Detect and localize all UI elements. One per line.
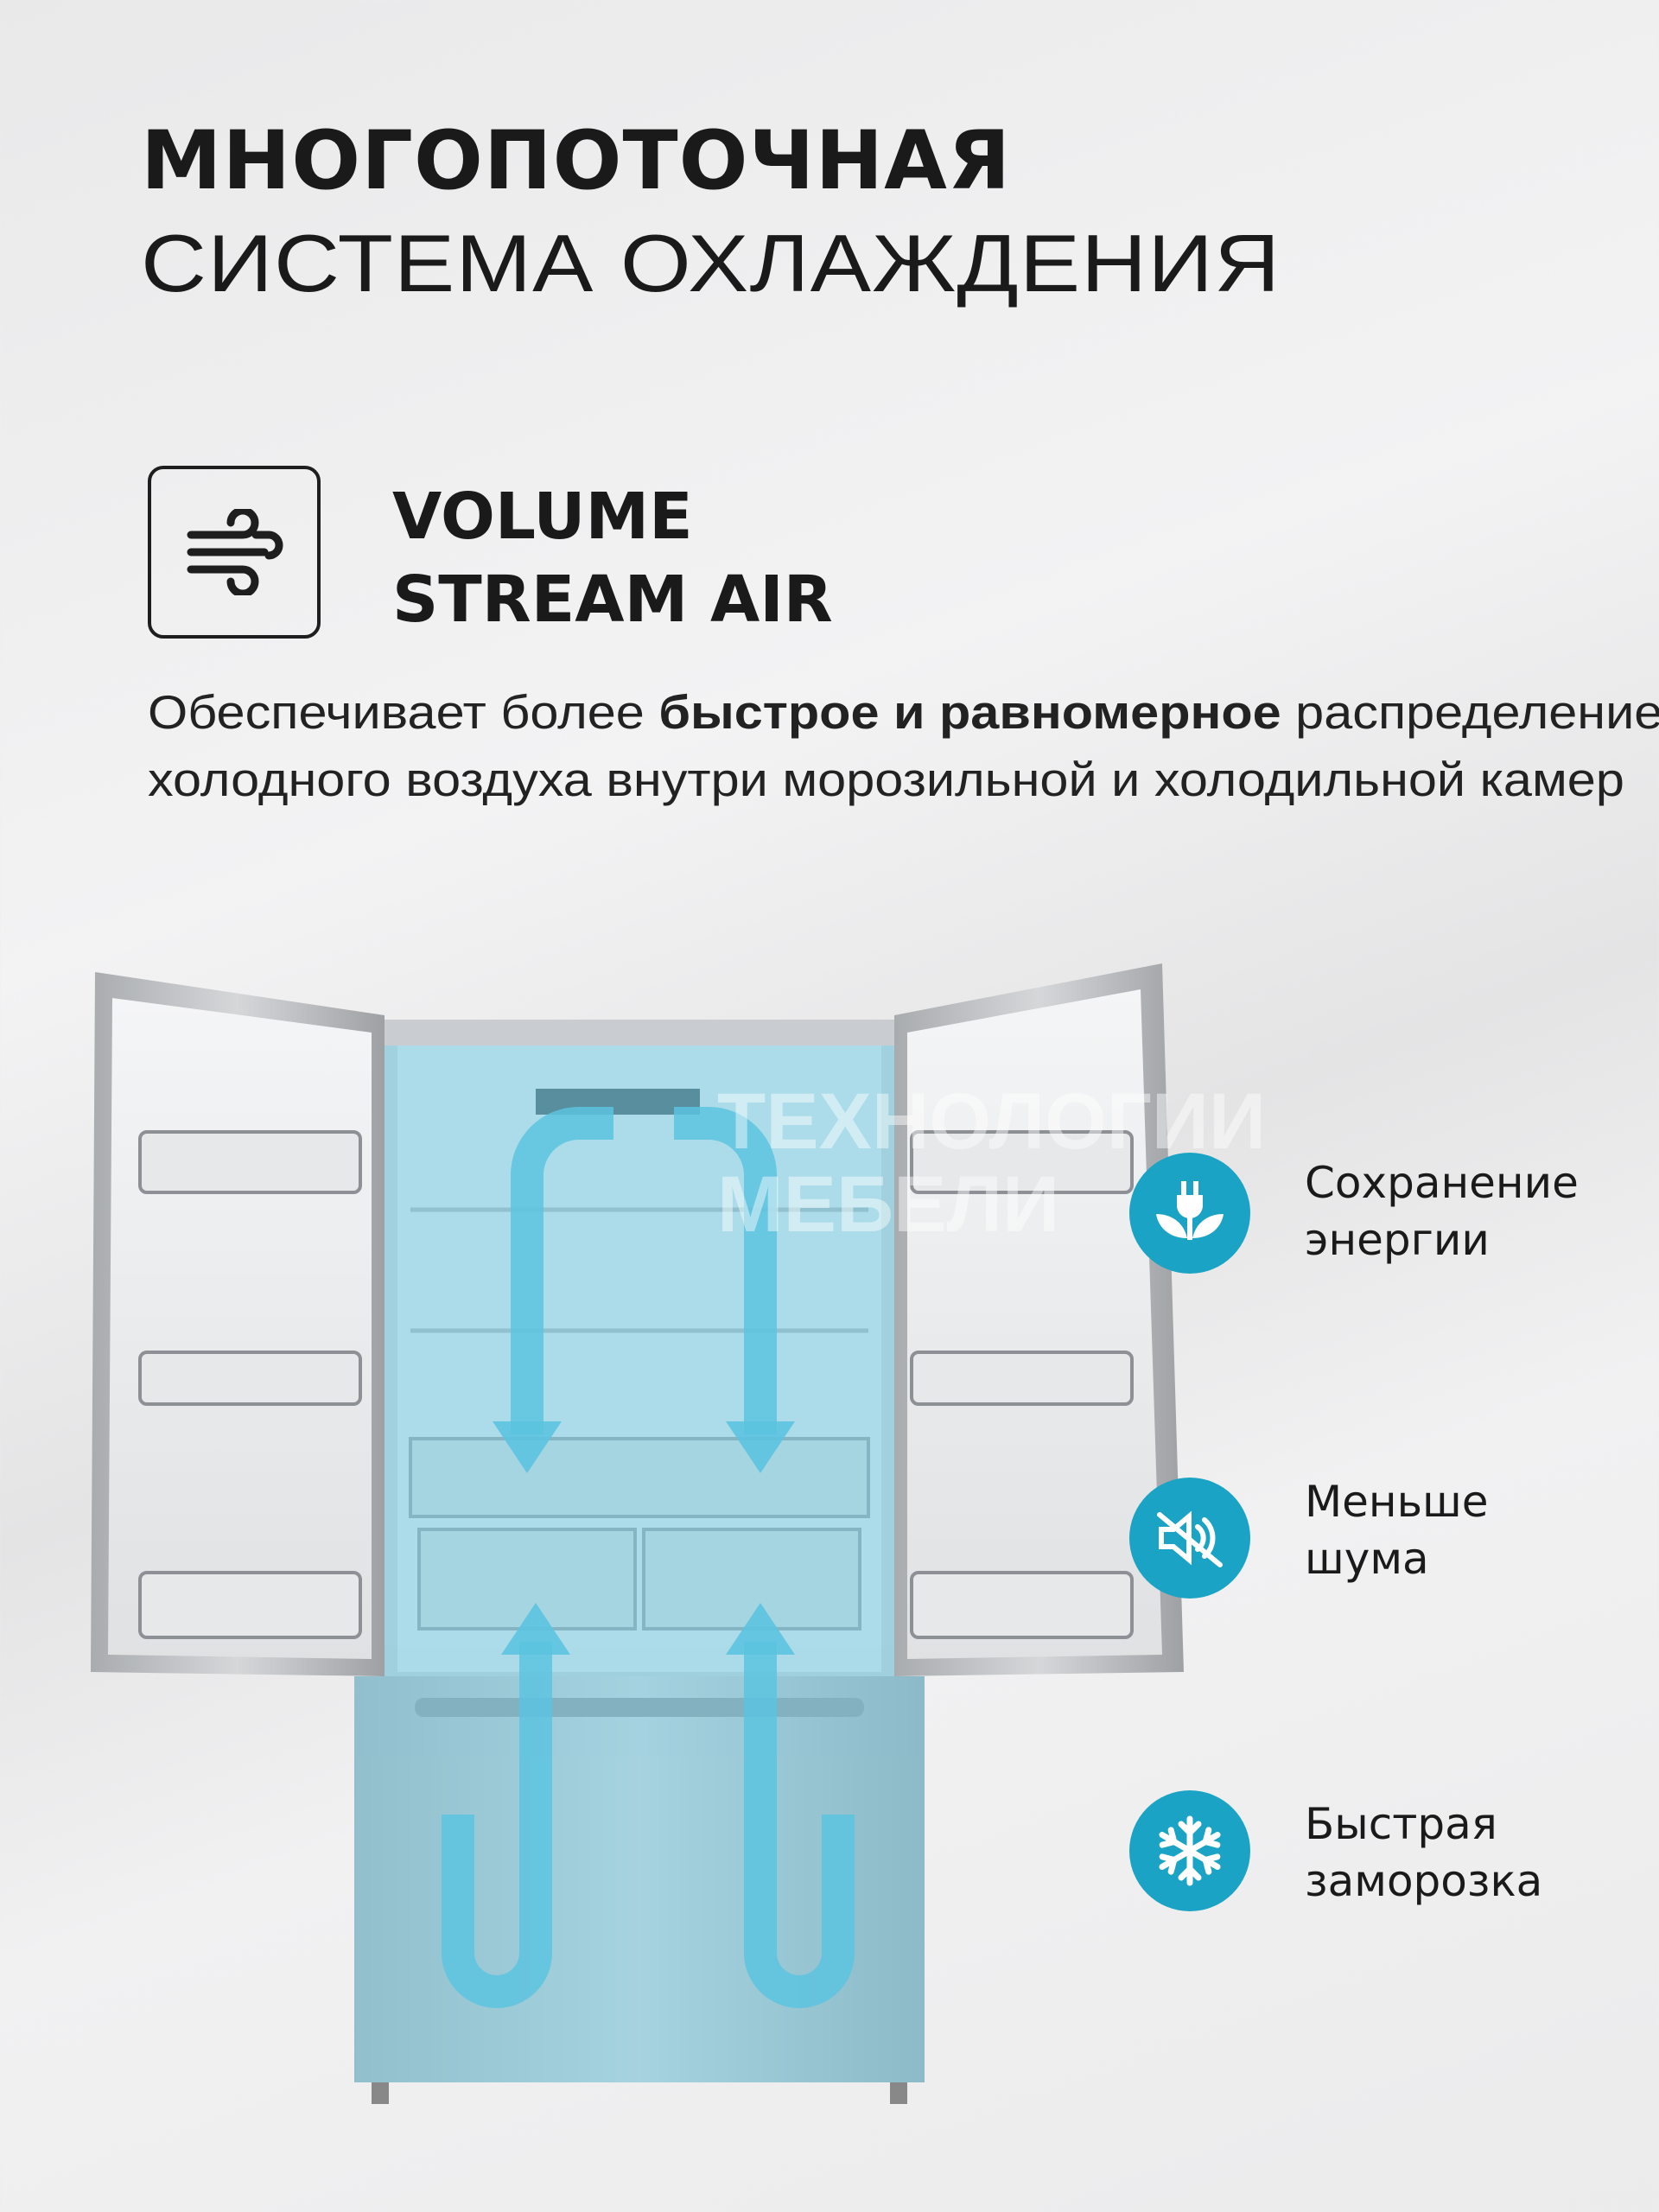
description-text-1: Обеспечивает более (148, 685, 659, 739)
benefit-energy-line-2: энергии (1305, 1215, 1490, 1265)
right-door (894, 963, 1184, 1676)
snowflake-icon (1151, 1815, 1229, 1890)
benefit-energy-line-1: Сохранение (1305, 1158, 1579, 1208)
description-bold: быстрое и равномерное (658, 685, 1281, 739)
description-text-2: распределение холодного воздуха внутри м… (148, 685, 1659, 806)
title-line-2: СИСТЕМА ОХЛАЖДЕНИЯ (141, 218, 1281, 308)
airflow-arrows (442, 1107, 855, 2008)
benefit-noise-line-1: Меньше (1305, 1477, 1489, 1527)
title-line-1: МНОГОПОТОЧНАЯ (141, 114, 1012, 208)
benefit-energy-label: Сохранение энергии (1305, 1154, 1579, 1268)
energy-plug-leaf-icon (1156, 1181, 1224, 1240)
feature-title: VOLUME STREAM AIR (392, 475, 833, 641)
mute-speaker-icon (1157, 1510, 1223, 1567)
energy-badge (1129, 1153, 1250, 1274)
fridge-illustration (91, 963, 1184, 2104)
benefit-noise-line-2: шума (1305, 1534, 1429, 1584)
benefit-freeze-label: Быстрая заморозка (1305, 1796, 1542, 1910)
benefit-freeze-line-2: заморозка (1305, 1856, 1543, 1906)
noise-badge (1129, 1478, 1250, 1599)
benefit-freeze-line-1: Быстрая (1305, 1799, 1497, 1849)
feature-description: Обеспечивает более быстрое и равномерное… (148, 678, 1659, 813)
feature-title-line-2: STREAM AIR (392, 563, 833, 637)
left-door (91, 972, 385, 1676)
airflow-arrowheads (493, 1421, 795, 1655)
feature-title-line-1: VOLUME (392, 480, 693, 554)
freeze-badge (1129, 1790, 1250, 1911)
feature-icon-box (148, 466, 321, 639)
benefit-noise-label: Меньше шума (1305, 1473, 1489, 1587)
wind-icon (187, 509, 283, 595)
